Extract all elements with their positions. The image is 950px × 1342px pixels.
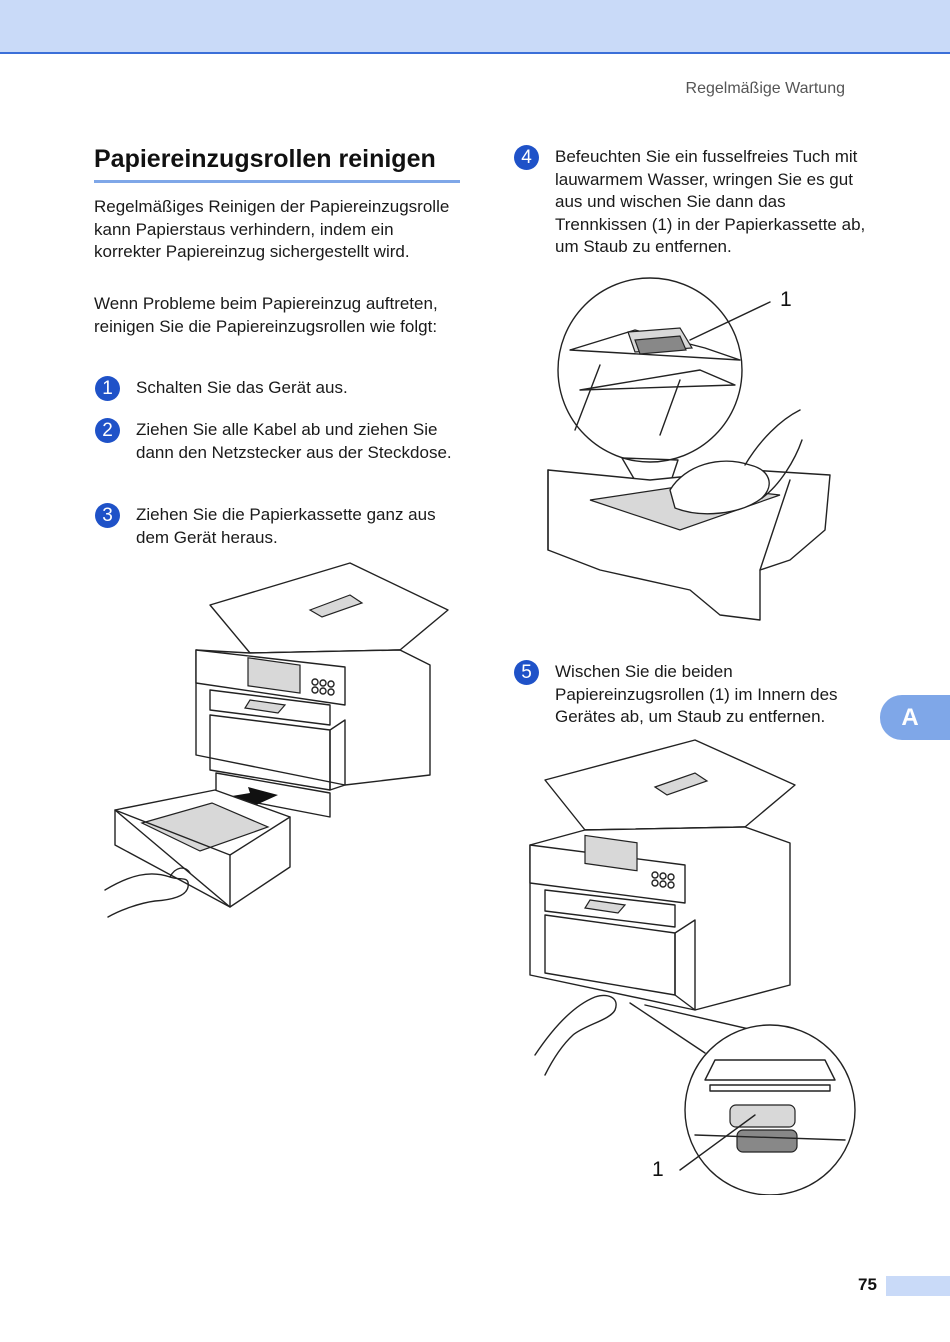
step-text: Wischen Sie die beiden Papiereinzugsroll… xyxy=(555,662,838,726)
step-text: Ziehen Sie alle Kabel ab und ziehen Sie … xyxy=(136,420,452,462)
appendix-side-tab: A xyxy=(880,695,950,740)
step-text: Ziehen Sie die Papierkassette ganz aus d… xyxy=(136,505,436,547)
step-text: Befeuchten Sie ein fusselfreies Tuch mit… xyxy=(555,147,866,256)
feed-roller-illustration xyxy=(529,739,856,1195)
intro-paragraph-1: Regelmäßiges Reinigen der Papiereinzugsr… xyxy=(94,197,450,261)
step-number-badge: 4 xyxy=(514,145,539,170)
intro-paragraph-2: Wenn Probleme beim Papiereinzug auftrete… xyxy=(94,294,438,336)
roller-callout-label: 1 xyxy=(652,1158,664,1181)
page-number: 75 xyxy=(858,1275,877,1294)
step-number-badge: 2 xyxy=(95,418,120,443)
side-tab-label: A xyxy=(901,704,919,731)
footer-bar xyxy=(886,1276,950,1296)
running-header: Regelmäßige Wartung xyxy=(685,80,845,97)
section-heading: Papiereinzugsrollen reinigen xyxy=(94,145,460,183)
separation-pad-illustration xyxy=(547,277,831,621)
step-number-badge: 3 xyxy=(95,503,120,528)
step-text: Schalten Sie das Gerät aus. xyxy=(136,378,348,397)
step-number-badge: 5 xyxy=(514,660,539,685)
tray-callout-label: 1 xyxy=(780,288,792,311)
step-number-badge: 1 xyxy=(95,376,120,401)
printer-tray-removal-illustration xyxy=(104,562,449,918)
header-band xyxy=(0,0,950,54)
